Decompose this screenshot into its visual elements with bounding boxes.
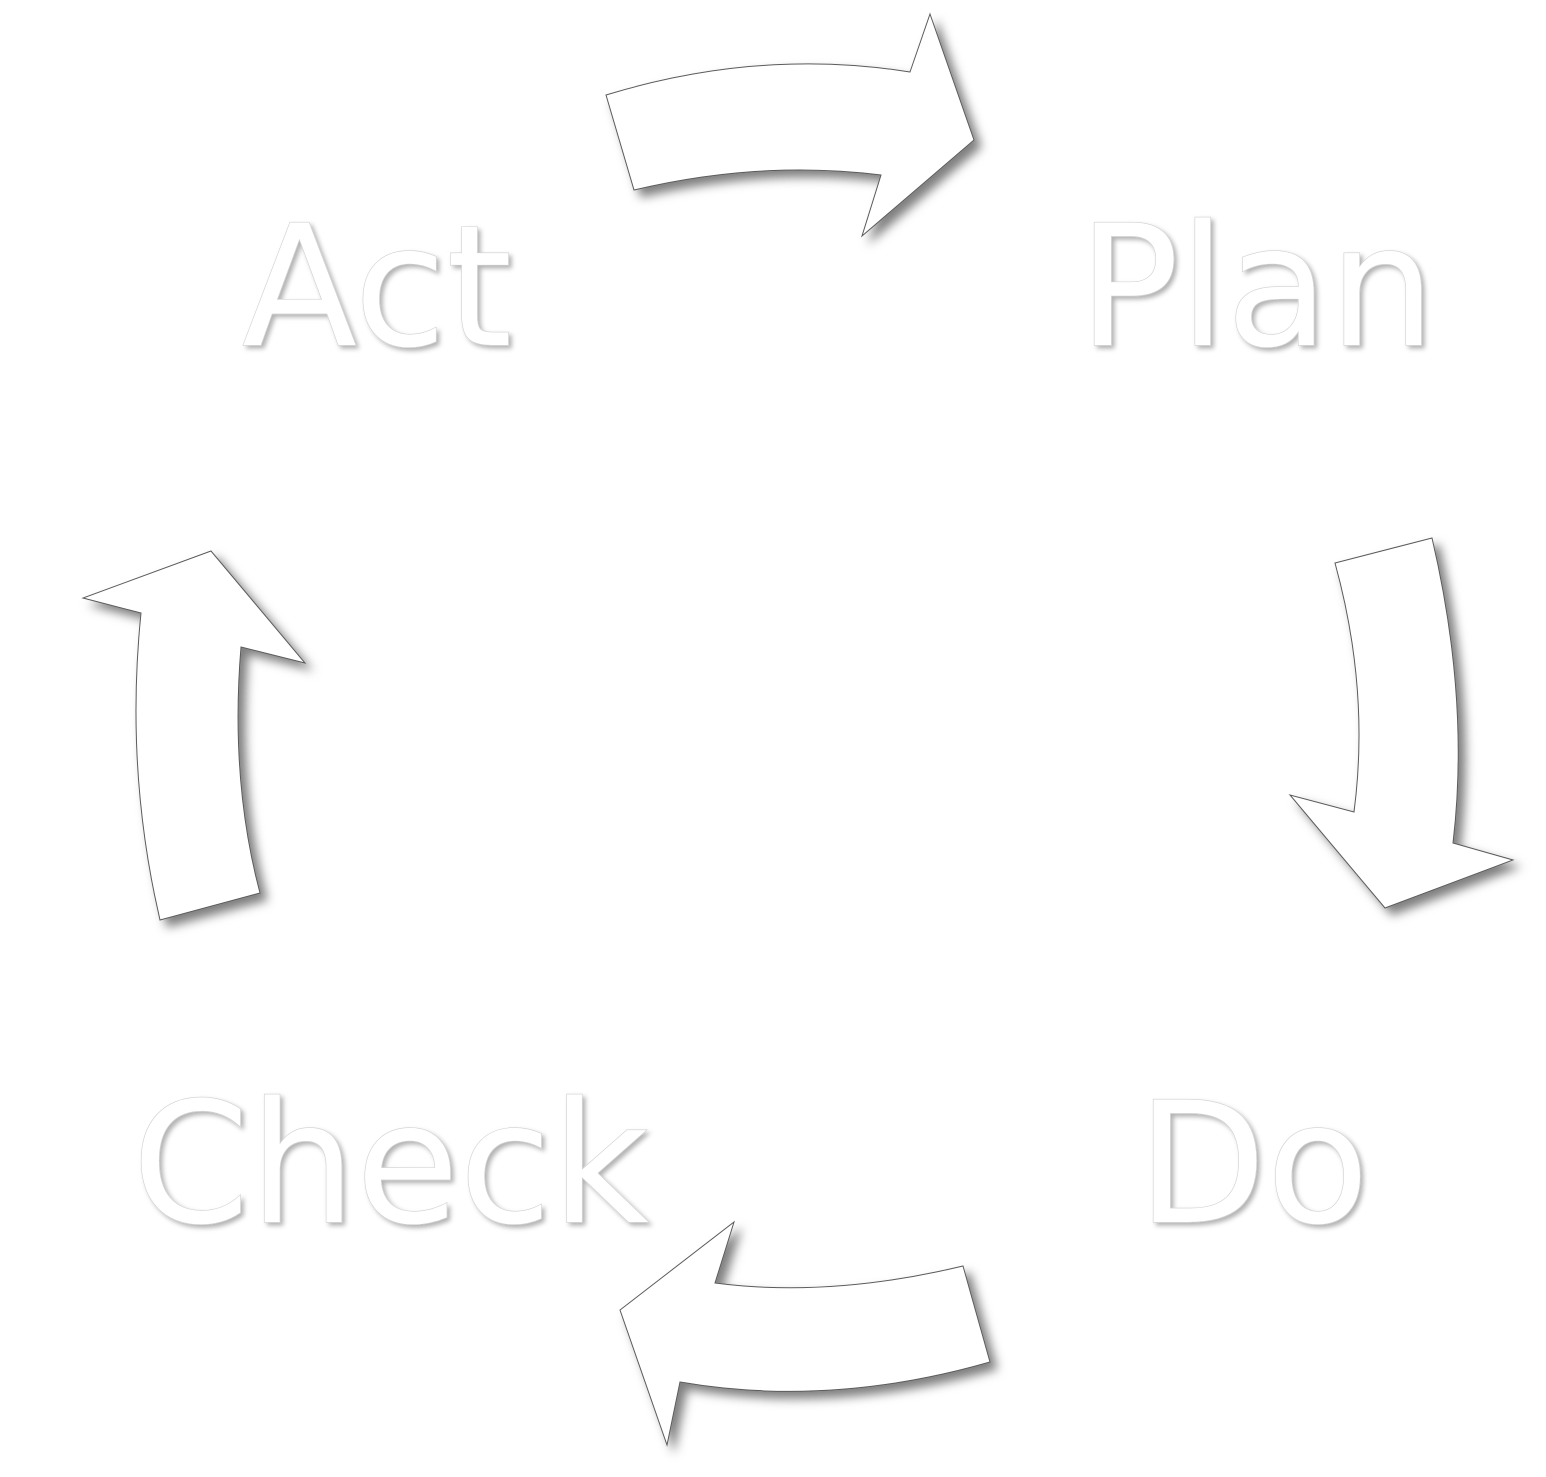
arrow-do-to-check bbox=[619, 1220, 991, 1447]
stage-label-plan: Plan bbox=[1078, 189, 1435, 385]
arrow-check-to-act bbox=[81, 550, 307, 921]
stage-label-do: Do bbox=[1137, 1066, 1369, 1262]
arrow-plan-to-do bbox=[1288, 537, 1515, 909]
stage-label-check: Check bbox=[132, 1066, 649, 1262]
stage-label-act: Act bbox=[242, 189, 512, 385]
arrow-act-to-plan bbox=[605, 12, 975, 238]
